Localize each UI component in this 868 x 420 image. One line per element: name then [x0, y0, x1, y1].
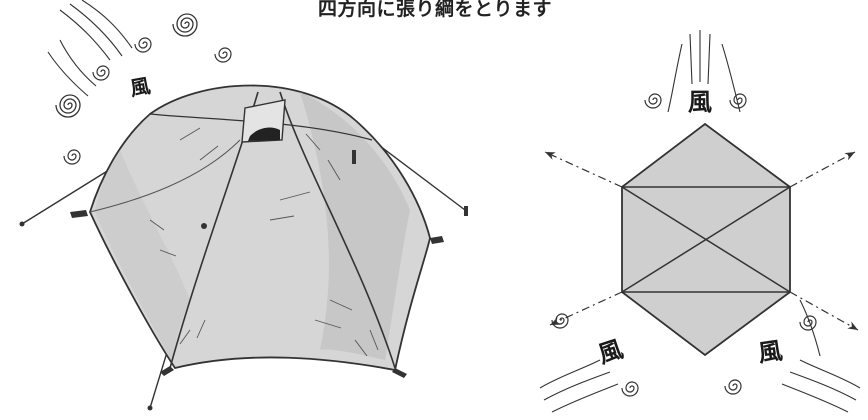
- tent-seam-left: [89, 139, 241, 213]
- wind-swirl-icon: [724, 379, 742, 395]
- wind-swirl-icon: [92, 65, 110, 81]
- stake-point-left: [19, 221, 25, 227]
- stake-point-front: [147, 405, 153, 411]
- wind-swirl-icon: [172, 13, 198, 37]
- wind-label-top: 風: [688, 87, 712, 116]
- stake-arrow-icon: [548, 317, 561, 329]
- tent-shade-right: [300, 92, 410, 360]
- wind-label-left: 風: [128, 73, 152, 100]
- stake-arrow-icon: [543, 148, 556, 160]
- pole-joint: [201, 223, 207, 229]
- plan-guy-lines: [544, 151, 859, 331]
- wind-label-bottom-left: 風: [595, 334, 627, 369]
- wind-label-bottom-right: 風: [756, 335, 784, 367]
- wind-swirl-icon: [621, 381, 639, 397]
- wind-swirl-icon: [134, 37, 152, 53]
- dome-tent: 風: [19, 0, 468, 411]
- wind-streaks-left: [47, 0, 133, 97]
- stake-arrow-icon: [847, 321, 860, 334]
- tent-stakes: [70, 150, 468, 378]
- wind-swirl-icon: [644, 93, 662, 109]
- wind-swirl-icon: [214, 47, 232, 63]
- tent-wrinkles: [149, 127, 379, 357]
- wind-swirl-icon: [63, 149, 81, 165]
- tent-vent-opening: [248, 127, 280, 141]
- guy-line-right: [371, 139, 466, 211]
- wind-streaks-top: [667, 30, 741, 113]
- wind-streaks-bottom-left: [539, 359, 619, 413]
- plan-diagonal-2: [621, 186, 791, 293]
- tent-pole-2: [279, 91, 396, 369]
- stake-arrow-icon: [844, 148, 857, 161]
- tent-plan-view: 風 風 風: [539, 30, 861, 413]
- page-caption: 四方向に張り綱をとります: [318, 0, 553, 20]
- wind-swirl-icon: [55, 94, 81, 118]
- tent-shade-left: [95, 150, 190, 362]
- wind-streaks-bottom-right: [781, 299, 861, 413]
